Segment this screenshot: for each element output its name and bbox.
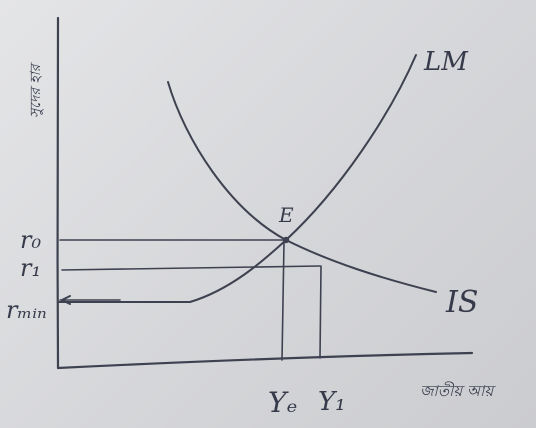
equilibrium-label: E — [278, 203, 294, 227]
rmin-tick-label: rₘᵢₙ — [6, 296, 47, 324]
is-curve — [167, 81, 437, 293]
equilibrium-point — [282, 236, 290, 244]
lm-label: LM — [423, 47, 469, 77]
r1-tick-label: r₁ — [20, 254, 41, 282]
x-axis-label: জাতীয় আয় — [420, 381, 496, 400]
rmin-arrow — [61, 295, 71, 305]
y1-tick-label: Y₁ — [318, 387, 346, 417]
lm-curve — [57, 54, 417, 303]
r0-tick-label: r₀ — [20, 226, 41, 254]
x-axis — [56, 351, 474, 370]
y1-drop-line — [319, 265, 322, 359]
ye-drop-line — [281, 241, 285, 361]
ye-tick-label: Yₑ — [268, 386, 297, 419]
y-axis-label: সুদের হার — [28, 61, 45, 118]
r1-guide-line — [61, 265, 321, 271]
is-label: IS — [445, 285, 478, 320]
